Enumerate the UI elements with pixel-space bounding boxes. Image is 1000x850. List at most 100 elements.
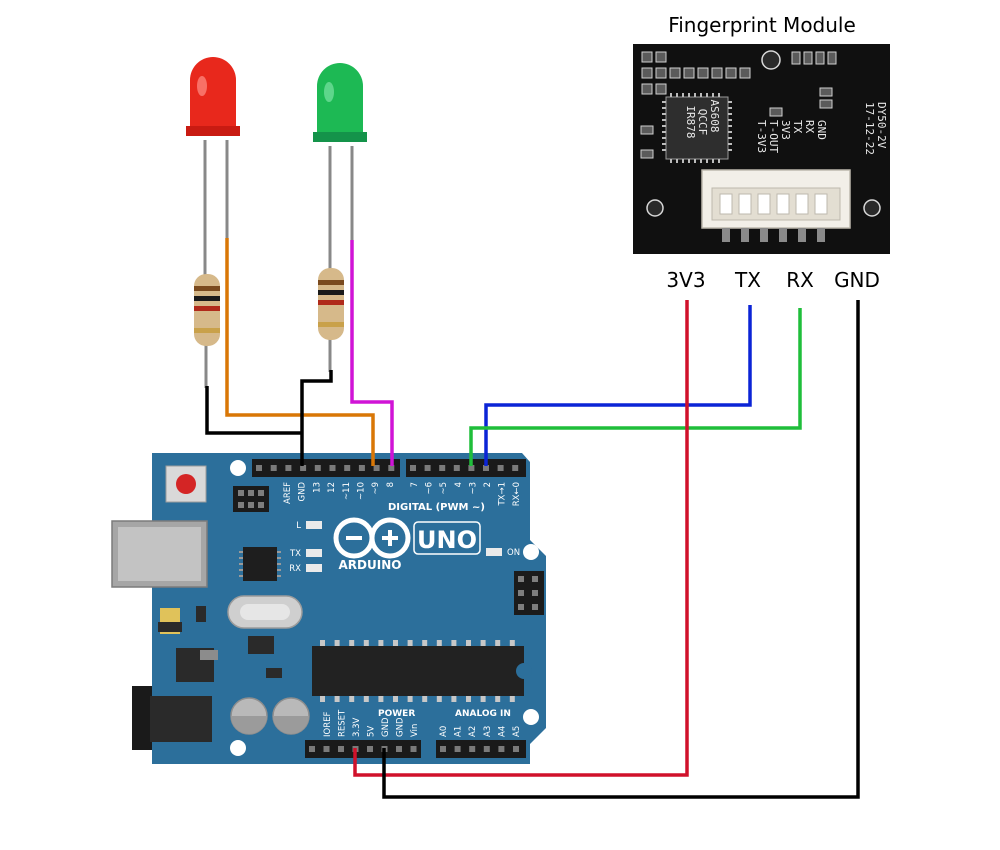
- digital-pin-label-r-5: 2: [483, 482, 493, 487]
- header-pin: [396, 746, 402, 752]
- header-pin: [358, 465, 365, 471]
- digital-pin-label-r-0: 7: [410, 482, 420, 487]
- reset-button: [165, 465, 207, 503]
- silk-tx: TX: [791, 120, 804, 134]
- analog-pin-label-2: A2: [468, 726, 478, 737]
- digital-pin-label-2: 13: [312, 482, 322, 493]
- power-pin-label-1: RESET: [338, 709, 348, 737]
- arduino-uno-board: ARDUINO UNO L TX RX ON DIGITAL (PWM ~) P…: [111, 453, 546, 764]
- wires: [205, 238, 860, 799]
- led-label-on: ON: [507, 548, 520, 558]
- wire-led-green-signal: [350, 240, 394, 466]
- led-label-tx: TX: [289, 549, 301, 559]
- header-pin: [513, 746, 519, 752]
- header-pin: [410, 746, 417, 752]
- digital-pin-label-5: ~10: [357, 482, 367, 500]
- power-pin-label-5: GND: [396, 717, 406, 737]
- capacitors: [230, 697, 310, 735]
- wire-green-resistor-gnd: [300, 370, 333, 466]
- atmega-chip: [312, 640, 532, 702]
- led-label-l: L: [296, 521, 301, 531]
- analog-header-label: ANALOG IN: [455, 709, 511, 719]
- red-led: [186, 57, 240, 280]
- sensor-chip: AS608 QCCF IR878: [662, 93, 732, 163]
- chip-text-2: QCCF: [696, 109, 709, 136]
- pin-label-3v3: 3V3: [666, 268, 705, 292]
- wire-gnd: [382, 300, 860, 799]
- digital-pin-label-r-3: 4: [454, 482, 464, 487]
- chip-text-1: AS608: [708, 99, 721, 132]
- wire-led-red-signal: [225, 238, 375, 466]
- digital-pin-label-6: ~9: [371, 482, 381, 495]
- silk-date: 17-12-22: [863, 102, 876, 155]
- silk-gnd: GND: [815, 120, 828, 140]
- header-pin: [367, 746, 373, 752]
- module-title: Fingerprint Module: [668, 13, 856, 37]
- digital-header-label: DIGITAL (PWM ~): [388, 502, 485, 513]
- silk-rx: RX: [803, 120, 816, 134]
- digital-pin-label-r-4: ~3: [468, 482, 478, 495]
- pin-label-tx: TX: [734, 268, 761, 292]
- power-pin-label-6: Vin: [410, 724, 420, 737]
- green-led-resistor: [318, 268, 344, 372]
- pin-label-gnd: GND: [834, 268, 880, 292]
- arduino-model: UNO: [417, 526, 477, 554]
- header-pin: [344, 465, 351, 471]
- chip-text-3: IR878: [684, 105, 697, 138]
- digital-pin-label-r-1: ~6: [425, 482, 435, 495]
- header-pin: [285, 465, 292, 471]
- analog-pin-label-1: A1: [454, 726, 464, 737]
- digital-pin-label-1: GND: [298, 482, 308, 502]
- analog-pin-label-3: A3: [483, 726, 493, 737]
- header-pin: [256, 465, 262, 471]
- header-pin: [309, 746, 315, 752]
- analog-pin-label-4: A4: [497, 726, 507, 737]
- module-connector: [701, 169, 851, 242]
- digital-pin-label-3: 12: [327, 482, 337, 493]
- header-pin: [323, 746, 330, 752]
- silk-3v3: 3V3: [779, 120, 792, 140]
- digital-header: [252, 459, 526, 477]
- wire-red-resistor-gnd: [205, 386, 302, 435]
- fingerprint-module: AS608 QCCF IR878 GND RX TX 3V3 T-OUT T-3…: [633, 44, 890, 254]
- silk-tout: T-OUT: [767, 120, 780, 153]
- header-pin: [410, 465, 416, 471]
- header-pin: [454, 746, 461, 752]
- header-pin: [270, 465, 277, 471]
- header-pin: [314, 465, 321, 471]
- header-pin: [497, 465, 504, 471]
- digital-pin-label-7: 8: [386, 482, 396, 487]
- silk-t3v3: T-3V3: [755, 120, 768, 153]
- header-pin: [498, 746, 505, 752]
- power-pin-label-4: GND: [381, 717, 391, 737]
- header-pin: [439, 465, 446, 471]
- onboard-leds: [306, 521, 502, 572]
- header-pin: [483, 746, 490, 752]
- arduino-brand: ARDUINO: [339, 558, 402, 572]
- header-pin: [329, 465, 336, 471]
- header-pin: [300, 465, 307, 471]
- digital-pin-label-0: AREF: [283, 482, 293, 504]
- header-pin: [468, 465, 475, 471]
- digital-pin-label-r-7: RX←0: [512, 482, 522, 506]
- power-pin-label-0: IOREF: [323, 712, 333, 737]
- power-header-label: POWER: [378, 709, 415, 719]
- header-pin: [483, 465, 489, 471]
- silk-model: DY50-2V: [875, 102, 888, 149]
- header-pin: [388, 465, 395, 471]
- analog-pin-label-0: A0: [439, 726, 449, 737]
- digital-pin-label-r-6: TX→1: [498, 482, 508, 507]
- header-pin: [440, 746, 446, 752]
- digital-pin-label-r-2: ~5: [439, 482, 449, 495]
- wire-vcc: [353, 300, 689, 777]
- wire-rx: [469, 308, 802, 466]
- red-led-resistor: [194, 274, 220, 388]
- pin-label-rx: RX: [786, 268, 814, 292]
- power-pin-label-3: 5V: [367, 726, 377, 737]
- header-pin: [453, 465, 460, 471]
- analog-header: [436, 740, 526, 758]
- arduino-logo: [333, 517, 411, 559]
- header-pin: [469, 746, 476, 752]
- green-led: [313, 63, 367, 270]
- wire-tx: [484, 305, 752, 466]
